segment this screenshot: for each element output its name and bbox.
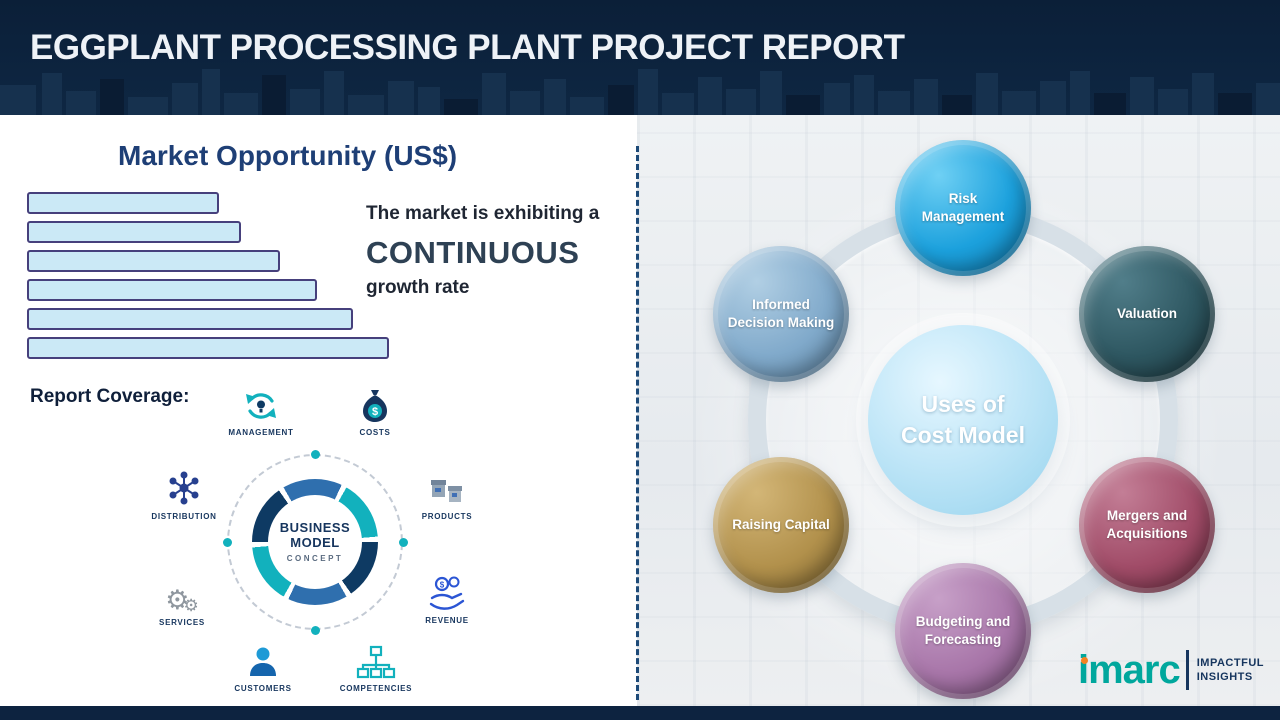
recycle-arrows-icon	[243, 384, 279, 424]
bm-item-label: MANAGEMENT	[228, 428, 294, 437]
page-title: EGGPLANT PROCESSING PLANT PROJECT REPORT	[30, 28, 905, 67]
business-model-center-line1: BUSINESS	[279, 520, 351, 536]
imarc-logo-text: imarc	[1078, 648, 1181, 692]
network-icon	[164, 468, 204, 508]
vertical-dashed-divider	[636, 146, 639, 700]
imarc-logo-wordmark: imarc	[1078, 648, 1181, 692]
node-budgeting-forecasting: Budgeting and Forecasting	[895, 563, 1031, 699]
business-model-center-line3: CONCEPT	[286, 553, 344, 563]
market-text-emphasis: CONTINUOUS	[366, 234, 580, 270]
bar	[27, 337, 389, 359]
gear-glyph: ⚙	[165, 585, 190, 615]
logo-separator	[1185, 650, 1189, 690]
ring-dot	[311, 450, 320, 459]
ring-dot	[223, 538, 232, 547]
node-risk-management: Risk Management	[895, 140, 1031, 276]
bm-item-label: SERVICES	[159, 618, 205, 627]
imarc-tagline: IMPACTFUL INSIGHTS	[1197, 656, 1264, 685]
business-model-center-line2: MODEL	[290, 535, 340, 550]
bm-item-customers: CUSTOMERS	[215, 640, 311, 693]
business-model-center: BUSINESS MODEL CONCEPT	[268, 495, 362, 589]
hand-coins-icon: $	[427, 572, 467, 612]
gear-glyph: ⚙	[183, 596, 199, 615]
bar	[27, 279, 317, 301]
bm-item-competencies: COMPETENCIES	[328, 640, 424, 693]
bm-item-label: REVENUE	[425, 616, 469, 625]
bm-item-products: PRODUCTS	[399, 468, 495, 521]
node-raising-capital: Raising Capital	[713, 457, 849, 593]
market-opportunity-title: Market Opportunity (US$)	[118, 140, 458, 171]
node-label: Informed Decision Making	[727, 297, 835, 330]
gears-icon: ⚙⚙	[165, 574, 199, 615]
tagline-line2: INSIGHTS	[1196, 671, 1253, 683]
svg-text:$: $	[372, 406, 378, 418]
bm-item-revenue: $ REVENUE	[399, 572, 495, 625]
bar	[27, 192, 219, 214]
bar	[27, 250, 281, 272]
boxes-icon	[427, 468, 467, 508]
market-growth-text: The market is exhibiting a CONTINUOUS gr…	[366, 202, 636, 299]
money-bag-icon: $	[358, 384, 392, 424]
node-valuation: Valuation	[1079, 246, 1215, 382]
node-mergers-acquisitions: Mergers and Acquisitions	[1079, 457, 1215, 593]
tagline-line1: IMPACTFUL	[1196, 656, 1264, 669]
bm-item-label: COSTS	[359, 428, 391, 437]
node-label: Budgeting and Forecasting	[915, 614, 1011, 647]
bm-item-label: DISTRIBUTION	[151, 512, 217, 521]
report-coverage-label: Report Coverage:	[30, 386, 190, 407]
footer-strip	[0, 706, 1280, 720]
bm-item-label: CUSTOMERS	[234, 684, 292, 693]
bm-item-costs: $ COSTS	[327, 384, 423, 437]
org-chart-icon	[355, 640, 397, 680]
bar	[27, 221, 241, 243]
node-label: Mergers and Acquisitions	[1106, 508, 1188, 541]
cost-model-center-circle: Uses of Cost Model	[868, 325, 1058, 515]
market-opportunity-bar-chart	[27, 192, 389, 366]
node-label: Raising Capital	[732, 517, 830, 533]
bm-item-label: PRODUCTS	[421, 512, 473, 521]
node-informed-decision-making: Informed Decision Making	[713, 246, 849, 382]
bm-item-distribution: DISTRIBUTION	[136, 468, 232, 521]
ring-dot	[399, 538, 408, 547]
node-label: Valuation	[1116, 306, 1177, 322]
bm-item-label: COMPETENCIES	[339, 684, 413, 693]
node-label: Risk Management	[921, 191, 1005, 224]
bm-item-management: MANAGEMENT	[213, 384, 309, 437]
cost-model-center-line1: Uses of	[921, 390, 1005, 417]
cost-model-center-line2: Cost Model	[901, 422, 1025, 448]
city-skyline-graphic	[0, 69, 1280, 115]
market-text-prefix: The market is exhibiting a	[366, 203, 600, 224]
header-banner: EGGPLANT PROCESSING PLANT PROJECT REPORT	[0, 0, 1280, 115]
svg-text:$: $	[440, 581, 445, 590]
bar	[27, 308, 353, 330]
ring-dot	[311, 626, 320, 635]
imarc-logo: imarc IMPACTFUL INSIGHTS	[1078, 650, 1264, 690]
bm-item-services: ⚙⚙ SERVICES	[134, 574, 230, 628]
market-text-suffix: growth rate	[366, 276, 470, 298]
imarc-logo-orange-dot	[1081, 657, 1088, 664]
person-icon	[245, 640, 281, 680]
